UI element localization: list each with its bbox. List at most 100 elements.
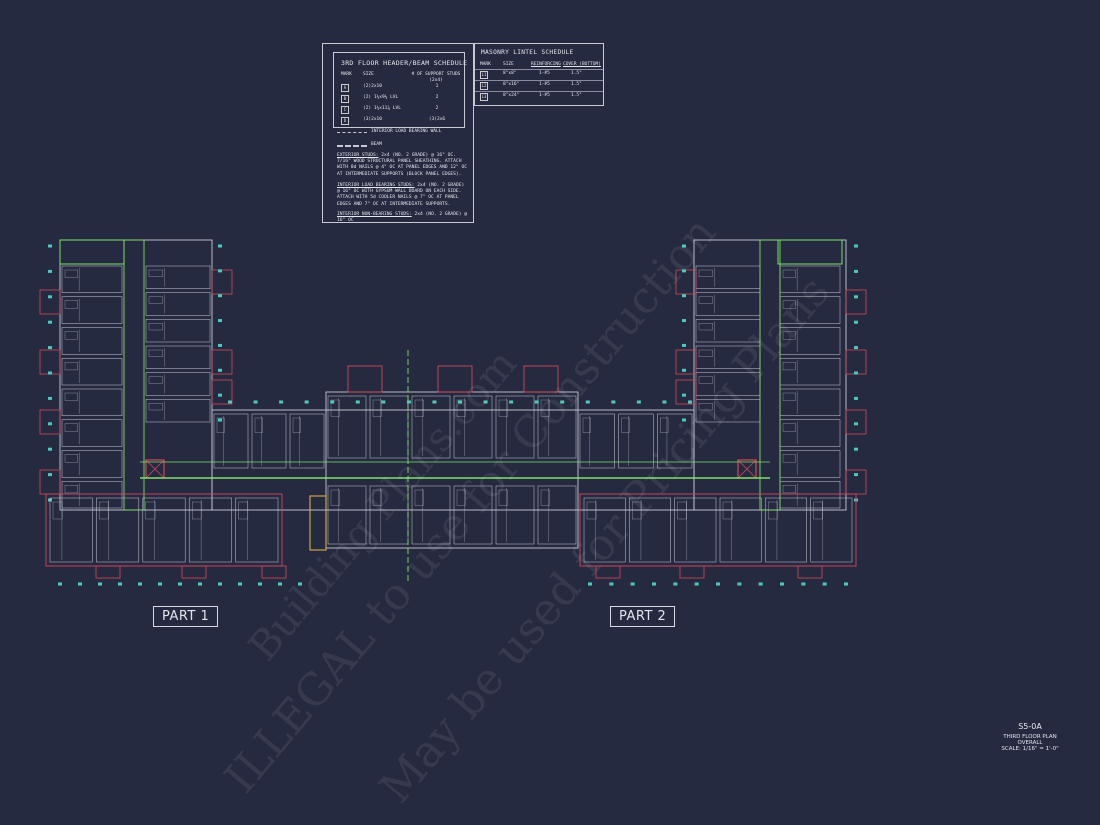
schedule-title: 3RD FLOOR HEADER/BEAM SCHEDULE: [341, 59, 468, 67]
bath-fixture: [64, 485, 78, 494]
dimension-tag: [682, 368, 686, 372]
bath-fixture: [782, 485, 796, 494]
unit-room: [188, 497, 232, 563]
unit-room: [61, 419, 123, 447]
dimension-tag: [330, 400, 335, 404]
unit-room: [145, 265, 211, 289]
schedule-mark: A: [341, 84, 349, 92]
header-beam-schedule: 3RD FLOOR HEADER/BEAM SCHEDULE MARK SIZE…: [322, 43, 474, 223]
dimension-tag: [381, 400, 386, 404]
building-plan: [39, 239, 867, 586]
schedule-reinforcing: 1-#5: [539, 82, 550, 87]
dimension-tag: [218, 269, 222, 273]
dimension-tag: [218, 319, 222, 323]
schedule-size: 8"x16": [503, 82, 520, 87]
unit-room: [657, 413, 693, 469]
unit-room: [579, 413, 615, 469]
unit-room: [61, 296, 123, 324]
bay-window: [437, 365, 473, 393]
bath-fixture: [586, 501, 597, 520]
unit-room: [618, 413, 654, 469]
bath-fixture: [782, 300, 796, 309]
stair-core: [777, 239, 843, 265]
note-body: 2x4 (NO. 2 GRADE) @ 16" OC: [337, 212, 468, 224]
bath-fixture: [64, 331, 78, 340]
bath-fixture: [148, 376, 163, 384]
bath-fixture: [254, 417, 263, 433]
table-row-line: [475, 69, 603, 70]
dimension-tag: [585, 400, 590, 404]
dimension-tag: [854, 473, 858, 477]
bath-fixture: [540, 399, 550, 417]
dimension-tag: [854, 269, 858, 273]
schedule-reinforcing: 1-#5: [539, 71, 550, 76]
balcony: [797, 565, 823, 579]
bath-fixture: [782, 362, 796, 371]
bath-fixture: [148, 323, 163, 331]
bath-fixture: [782, 423, 796, 432]
schedule-title: MASONRY LINTEL SCHEDULE: [481, 49, 574, 56]
unit-room: [327, 485, 367, 545]
balcony: [39, 289, 61, 315]
part-1-label: PART 1: [153, 606, 219, 627]
dimension-tag: [355, 400, 360, 404]
dimension-tag: [509, 400, 514, 404]
drawing-title: THIRD FLOOR PLAN: [1003, 734, 1057, 740]
schedule-size: (2) 1¾x9¼ LVL: [363, 95, 399, 100]
dimension-tag: [854, 447, 858, 451]
schedule-cover: 1.5": [571, 82, 582, 87]
dimension-tag: [458, 400, 462, 404]
unit-room: [145, 372, 211, 396]
dimension-tag: [854, 295, 858, 299]
unit-room: [674, 497, 717, 563]
bath-fixture: [64, 269, 78, 278]
schedule-studs: 2: [435, 106, 439, 111]
unit-room: [145, 319, 211, 343]
bath-fixture: [192, 501, 202, 520]
unit-room: [49, 497, 93, 563]
dimension-tag: [854, 422, 858, 426]
bath-fixture: [414, 399, 424, 417]
unit-room: [327, 395, 367, 459]
column-header: # OF SUPPORT STUDS (2x4): [411, 72, 461, 83]
balcony: [845, 409, 867, 435]
bath-fixture: [148, 269, 163, 277]
schedule-mark: L1: [480, 71, 488, 79]
bath-fixture: [698, 269, 713, 277]
dimension-tag: [673, 582, 678, 586]
dimension-tag: [48, 396, 52, 400]
dimension-tag: [98, 582, 102, 586]
bath-fixture: [414, 489, 424, 506]
bath-fixture: [330, 489, 340, 506]
dimension-tag: [218, 368, 222, 372]
masonry-lintel-schedule: MASONRY LINTEL SCHEDULE MARK SIZE REINFO…: [474, 43, 604, 106]
unit-room: [719, 497, 762, 563]
bath-fixture: [456, 399, 466, 417]
unit-room: [61, 388, 123, 416]
balcony: [675, 349, 697, 375]
dimension-tag: [253, 400, 258, 404]
corridor: [123, 239, 145, 511]
schedule-mark: D: [341, 117, 349, 125]
dimension-tag: [258, 582, 262, 586]
schedule-studs: (3)2x6: [428, 117, 446, 122]
sheet-number: S5-0A: [1018, 722, 1042, 731]
schedule-mark: L2: [480, 82, 488, 90]
bath-fixture: [540, 489, 550, 506]
schedule-cover: 1.5": [571, 93, 582, 98]
dimension-tag: [158, 582, 162, 586]
lower-left-wing: [45, 493, 283, 567]
legend-wall-label: INTERIOR LOAD BEARING WALL: [371, 129, 442, 134]
unit-room: [61, 450, 123, 478]
dimension-tag: [758, 582, 763, 586]
bath-fixture: [148, 403, 163, 411]
schedule-mark: L3: [480, 93, 488, 101]
dimension-tag: [48, 447, 52, 451]
dimension-tag: [58, 582, 62, 586]
dimension-tag: [218, 244, 222, 248]
note-title: INTERIOR NON-BEARING STUDS:: [337, 212, 412, 217]
balcony: [845, 289, 867, 315]
bath-fixture: [698, 349, 713, 357]
unit-room: [765, 497, 807, 563]
unit-room: [61, 481, 123, 509]
